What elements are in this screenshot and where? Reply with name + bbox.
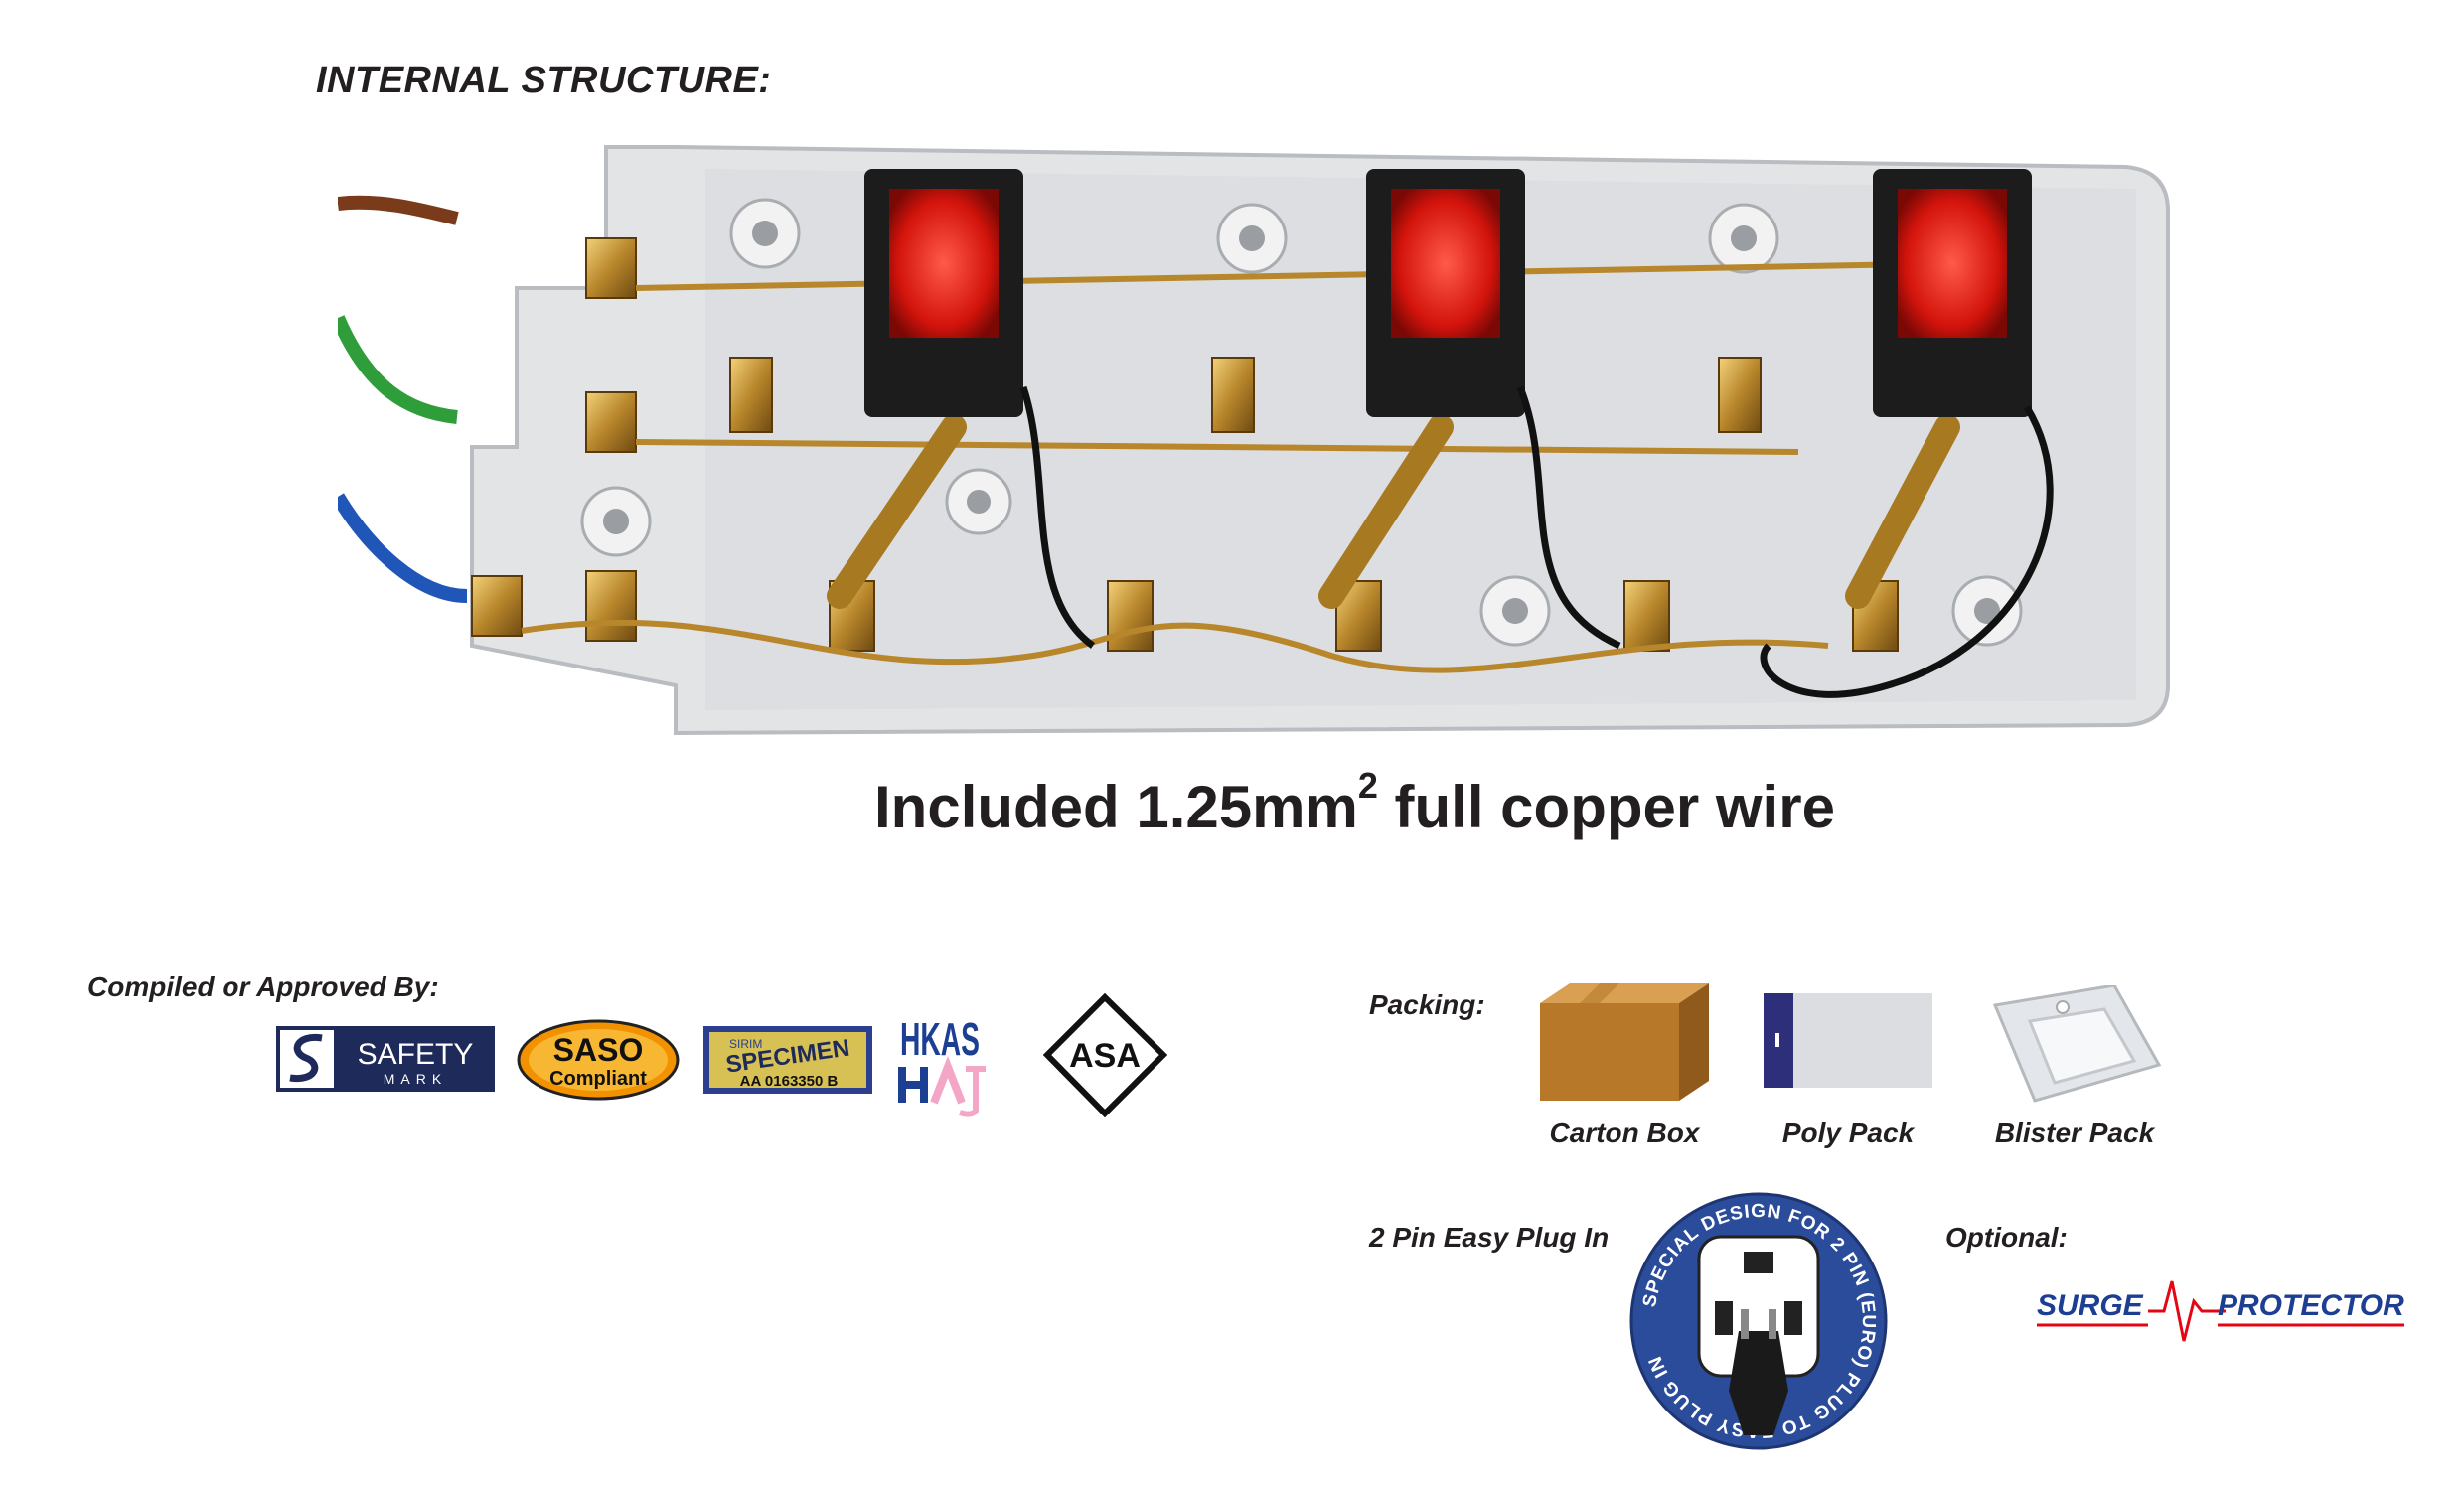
- safety-mark-line2: MARK: [384, 1071, 447, 1087]
- surge-protector-logo: SURGE PROTECTOR: [2037, 1280, 2404, 1342]
- sirim-specimen-label: SIRIM SPECIMEN AA 0163350 B: [703, 1026, 872, 1094]
- surge-text: SURGE: [2037, 1289, 2144, 1322]
- saso-line1: SASO: [553, 1032, 644, 1068]
- safety-mark-line1: SAFETY: [358, 1038, 474, 1071]
- saso-line2: Compliant: [549, 1068, 647, 1090]
- protector-text: PROTECTOR: [2218, 1289, 2404, 1322]
- sirim-brand: SIRIM: [729, 1037, 762, 1051]
- packing-label: Packing:: [1369, 989, 1485, 1020]
- saso-compliant-logo: SASO Compliant: [517, 1019, 680, 1101]
- optional-label: Optional:: [1945, 1222, 2068, 1253]
- asa-text: ASA: [1069, 1037, 1141, 1075]
- carton-box-image: [1540, 983, 1709, 1101]
- two-pin-plug-label: 2 Pin Easy Plug In: [1369, 1222, 1610, 1253]
- poly-pack-image: [1764, 993, 1932, 1088]
- approved-by-label: Compiled or Approved By:: [87, 971, 439, 1002]
- copper-wire-caption: Included 1.25mm2 full copper wire: [874, 765, 1835, 841]
- packing-item-poly: Poly Pack: [1781, 1117, 1915, 1148]
- safety-mark-logo: SAFETY MARK: [276, 1026, 495, 1092]
- blister-pack-image: [1992, 985, 2162, 1103]
- internal-structure-photo: [338, 145, 2170, 736]
- section-title: INTERNAL STRUCTURE:: [316, 60, 772, 101]
- packing-item-carton: Carton Box: [1549, 1117, 1700, 1148]
- asa-logo: ASA: [1043, 993, 1167, 1117]
- hkas-text: HKAS: [900, 1013, 980, 1065]
- euro-plug-badge: SPECIAL DESIGN FOR 2 PIN (EURO) PLUG TO …: [1629, 1192, 1888, 1450]
- wire-caption-suffix: full copper wire: [1377, 774, 1835, 840]
- hkas-logo: HKAS: [898, 1013, 986, 1117]
- sirim-serial: AA 0163350 B: [740, 1073, 839, 1090]
- packing-item-blister: Blister Pack: [1994, 1117, 2155, 1148]
- wire-caption-prefix: Included 1.25mm: [874, 774, 1358, 840]
- wire-caption-superscript: 2: [1357, 765, 1378, 806]
